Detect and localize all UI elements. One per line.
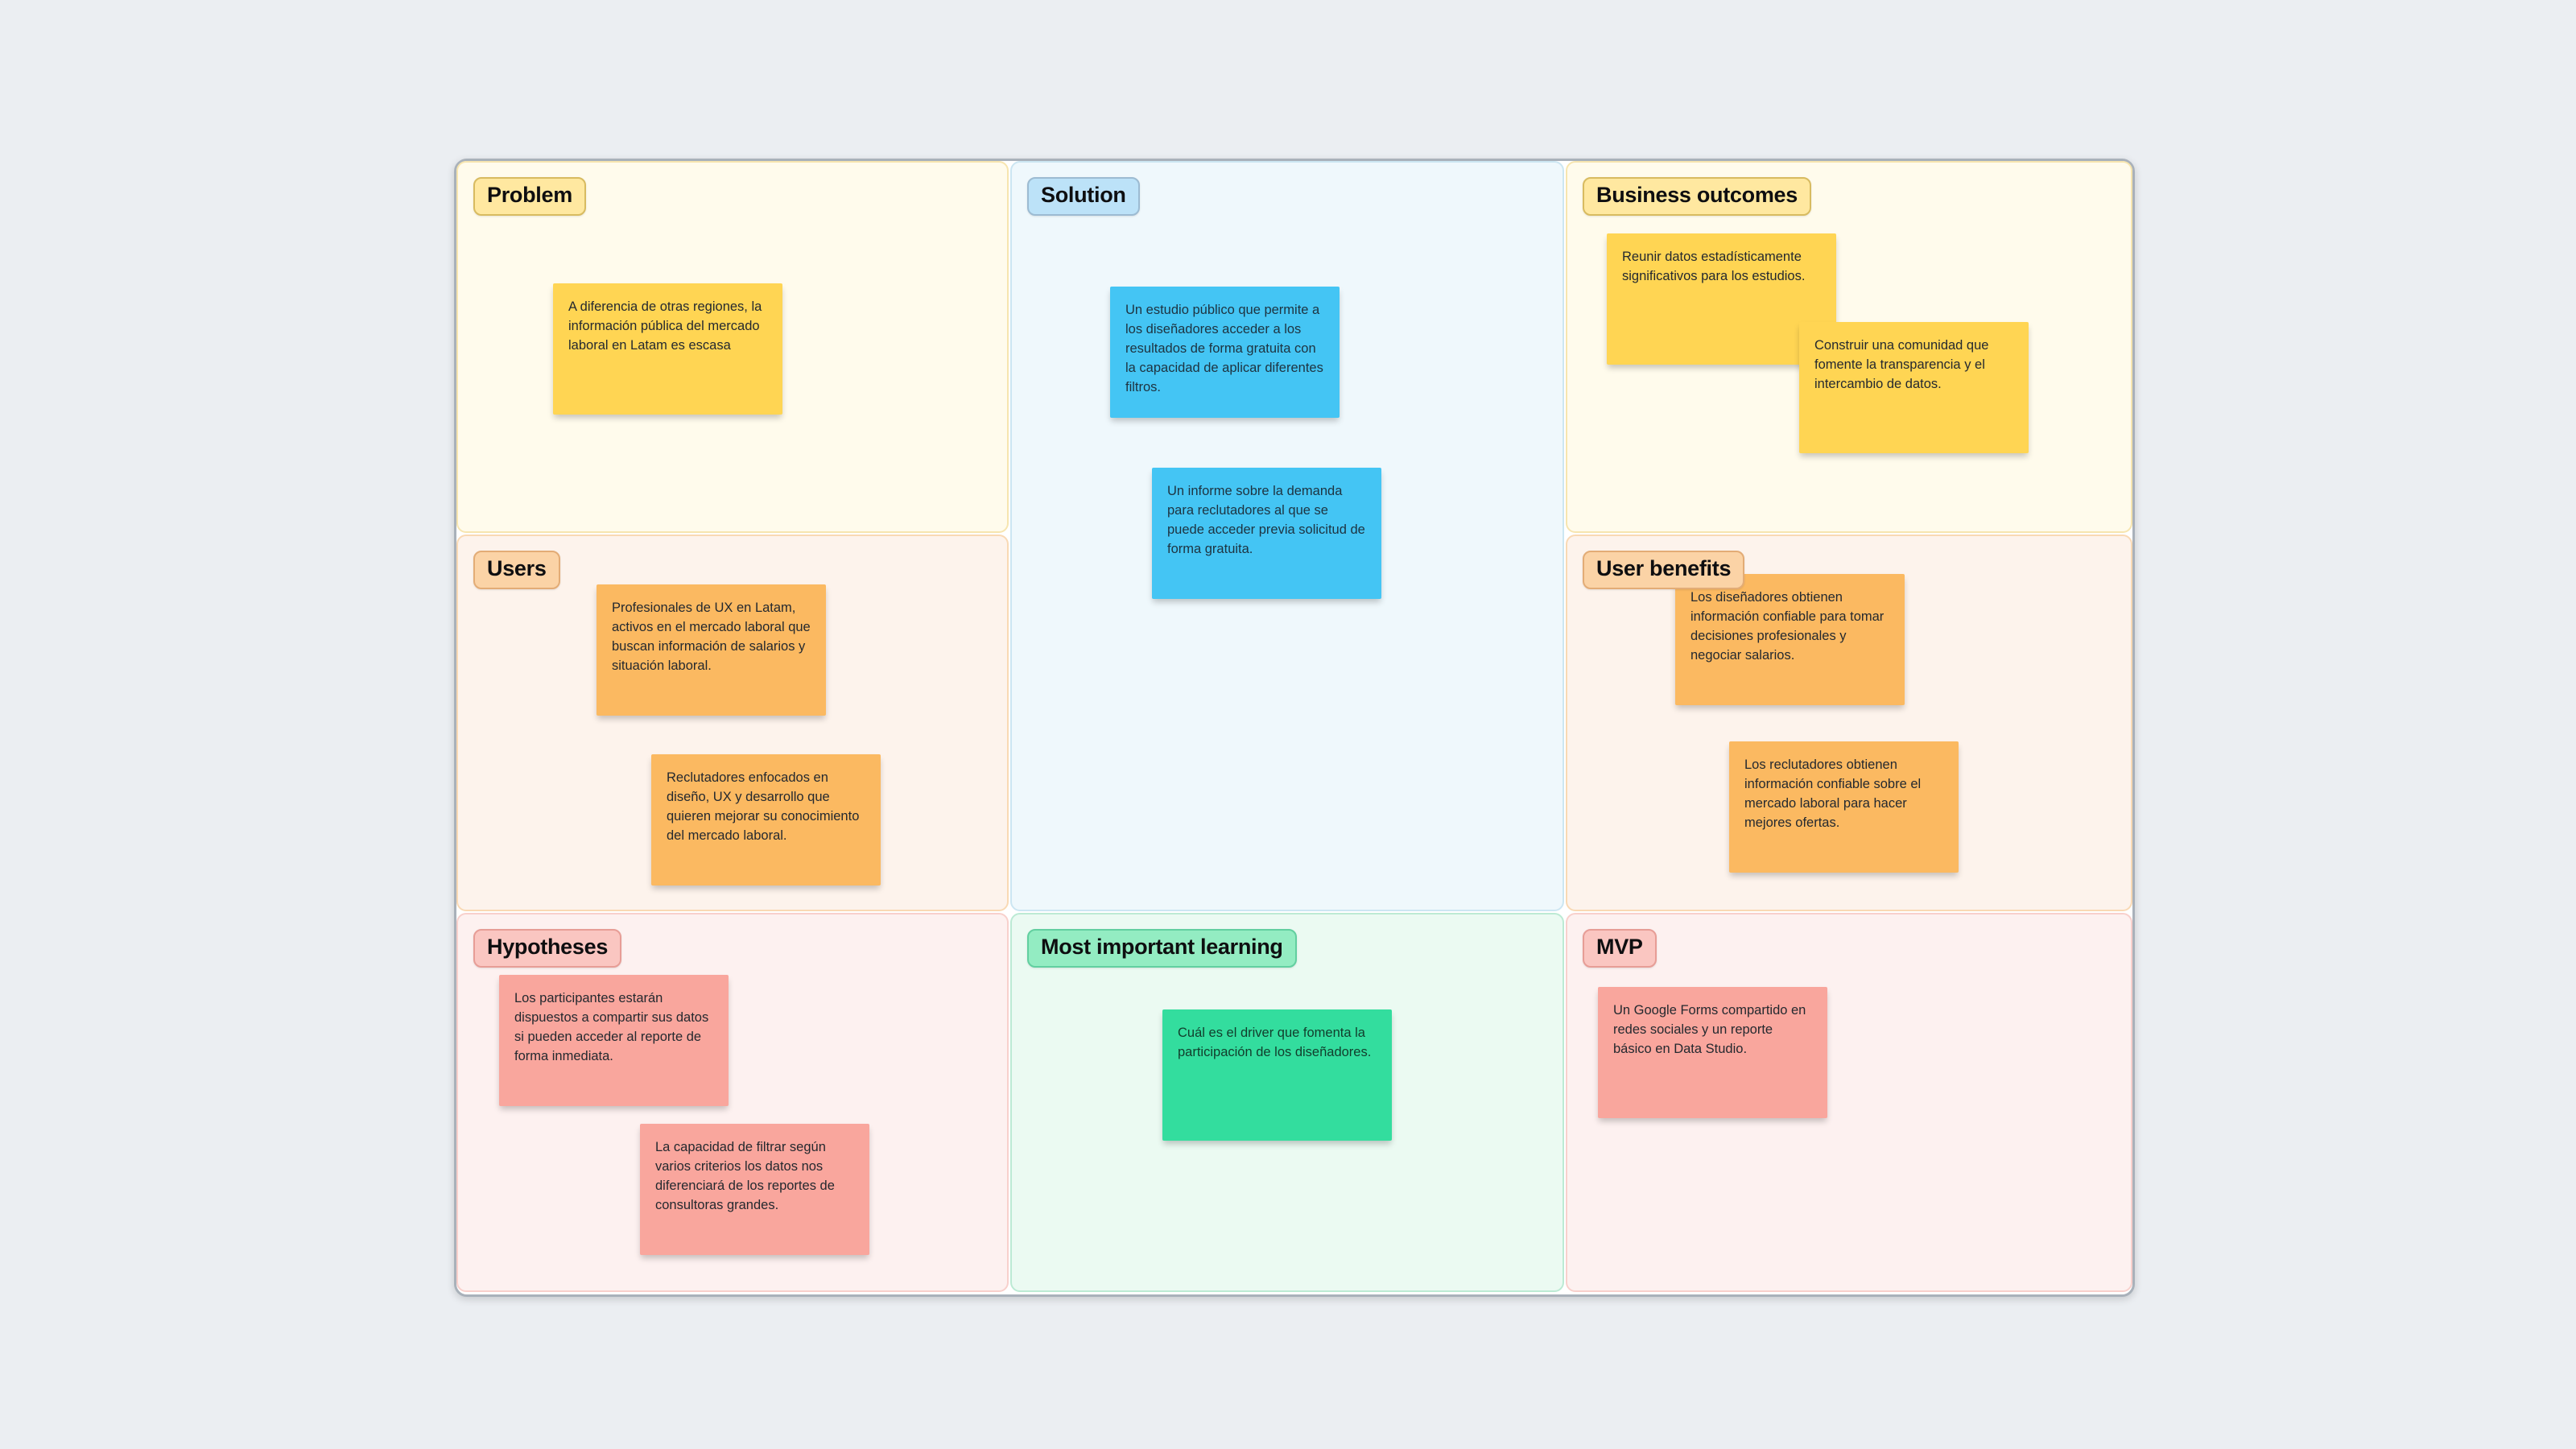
sticky-note[interactable]: La capacidad de filtrar según varios cri… bbox=[640, 1124, 869, 1255]
section-problem[interactable]: Problem A diferencia de otras regiones, … bbox=[456, 161, 1009, 533]
sticky-note[interactable]: Los participantes estarán dispuestos a c… bbox=[499, 975, 729, 1106]
section-user-benefits[interactable]: User benefits Los diseñadores obtienen i… bbox=[1566, 535, 2132, 911]
sticky-note[interactable]: A diferencia de otras regiones, la infor… bbox=[553, 283, 782, 415]
sticky-note-text: Los participantes estarán dispuestos a c… bbox=[514, 991, 709, 1063]
section-business-outcomes[interactable]: Business outcomes Reunir datos estadísti… bbox=[1566, 161, 2132, 533]
section-label-hypotheses[interactable]: Hypotheses bbox=[473, 929, 622, 968]
sticky-note[interactable]: Los diseñadores obtienen información con… bbox=[1675, 574, 1905, 705]
sticky-note-text: Los reclutadores obtienen información co… bbox=[1744, 758, 1922, 830]
section-label-most-important-learning[interactable]: Most important learning bbox=[1027, 929, 1297, 968]
canvas-board[interactable]: Problem A diferencia de otras regiones, … bbox=[454, 159, 2135, 1297]
sticky-note-text: La capacidad de filtrar según varios cri… bbox=[655, 1140, 835, 1212]
section-hypotheses[interactable]: Hypotheses Los participantes estarán dis… bbox=[456, 913, 1009, 1292]
sticky-note[interactable]: Un Google Forms compartido en redes soci… bbox=[1598, 987, 1827, 1118]
sticky-note-text: Construir una comunidad que fomente la t… bbox=[1814, 338, 1989, 391]
canvas-board-inner: Problem A diferencia de otras regiones, … bbox=[456, 161, 2132, 1294]
sticky-note-text: Profesionales de UX en Latam, activos en… bbox=[612, 601, 811, 673]
sticky-note[interactable]: Los reclutadores obtienen información co… bbox=[1729, 741, 1959, 873]
sticky-note[interactable]: Un estudio público que permite a los dis… bbox=[1110, 287, 1340, 418]
section-label-business-outcomes[interactable]: Business outcomes bbox=[1583, 177, 1811, 216]
sticky-note[interactable]: Reclutadores enfocados en diseño, UX y d… bbox=[651, 754, 881, 886]
sticky-note[interactable]: Cuál es el driver que fomenta la partici… bbox=[1162, 1009, 1392, 1141]
sticky-note[interactable]: Profesionales de UX en Latam, activos en… bbox=[597, 584, 826, 716]
section-mvp[interactable]: MVP Un Google Forms compartido en redes … bbox=[1566, 913, 2132, 1292]
sticky-note-text: Un Google Forms compartido en redes soci… bbox=[1613, 1003, 1806, 1056]
sticky-note-text: A diferencia de otras regiones, la infor… bbox=[568, 299, 762, 353]
sticky-note-text: Un estudio público que permite a los dis… bbox=[1125, 303, 1323, 394]
section-solution[interactable]: Solution Un estudio público que permite … bbox=[1010, 161, 1564, 911]
section-label-problem[interactable]: Problem bbox=[473, 177, 586, 216]
section-label-user-benefits[interactable]: User benefits bbox=[1583, 551, 1745, 589]
section-users[interactable]: Users Profesionales de UX en Latam, acti… bbox=[456, 535, 1009, 911]
section-label-users[interactable]: Users bbox=[473, 551, 560, 589]
sticky-note-text: Reunir datos estadísticamente significat… bbox=[1622, 250, 1806, 283]
sticky-note-text: Los diseñadores obtienen información con… bbox=[1690, 590, 1885, 663]
section-most-important-learning[interactable]: Most important learning Cuál es el drive… bbox=[1010, 913, 1564, 1292]
sticky-note-text: Reclutadores enfocados en diseño, UX y d… bbox=[667, 770, 860, 843]
sticky-note[interactable]: Reunir datos estadísticamente significat… bbox=[1607, 233, 1836, 365]
section-label-solution[interactable]: Solution bbox=[1027, 177, 1140, 216]
section-label-mvp[interactable]: MVP bbox=[1583, 929, 1657, 968]
sticky-note[interactable]: Un informe sobre la demanda para recluta… bbox=[1152, 468, 1381, 599]
sticky-note-text: Un informe sobre la demanda para recluta… bbox=[1167, 484, 1365, 556]
sticky-note[interactable]: Construir una comunidad que fomente la t… bbox=[1799, 322, 2029, 453]
sticky-note-text: Cuál es el driver que fomenta la partici… bbox=[1178, 1026, 1372, 1059]
